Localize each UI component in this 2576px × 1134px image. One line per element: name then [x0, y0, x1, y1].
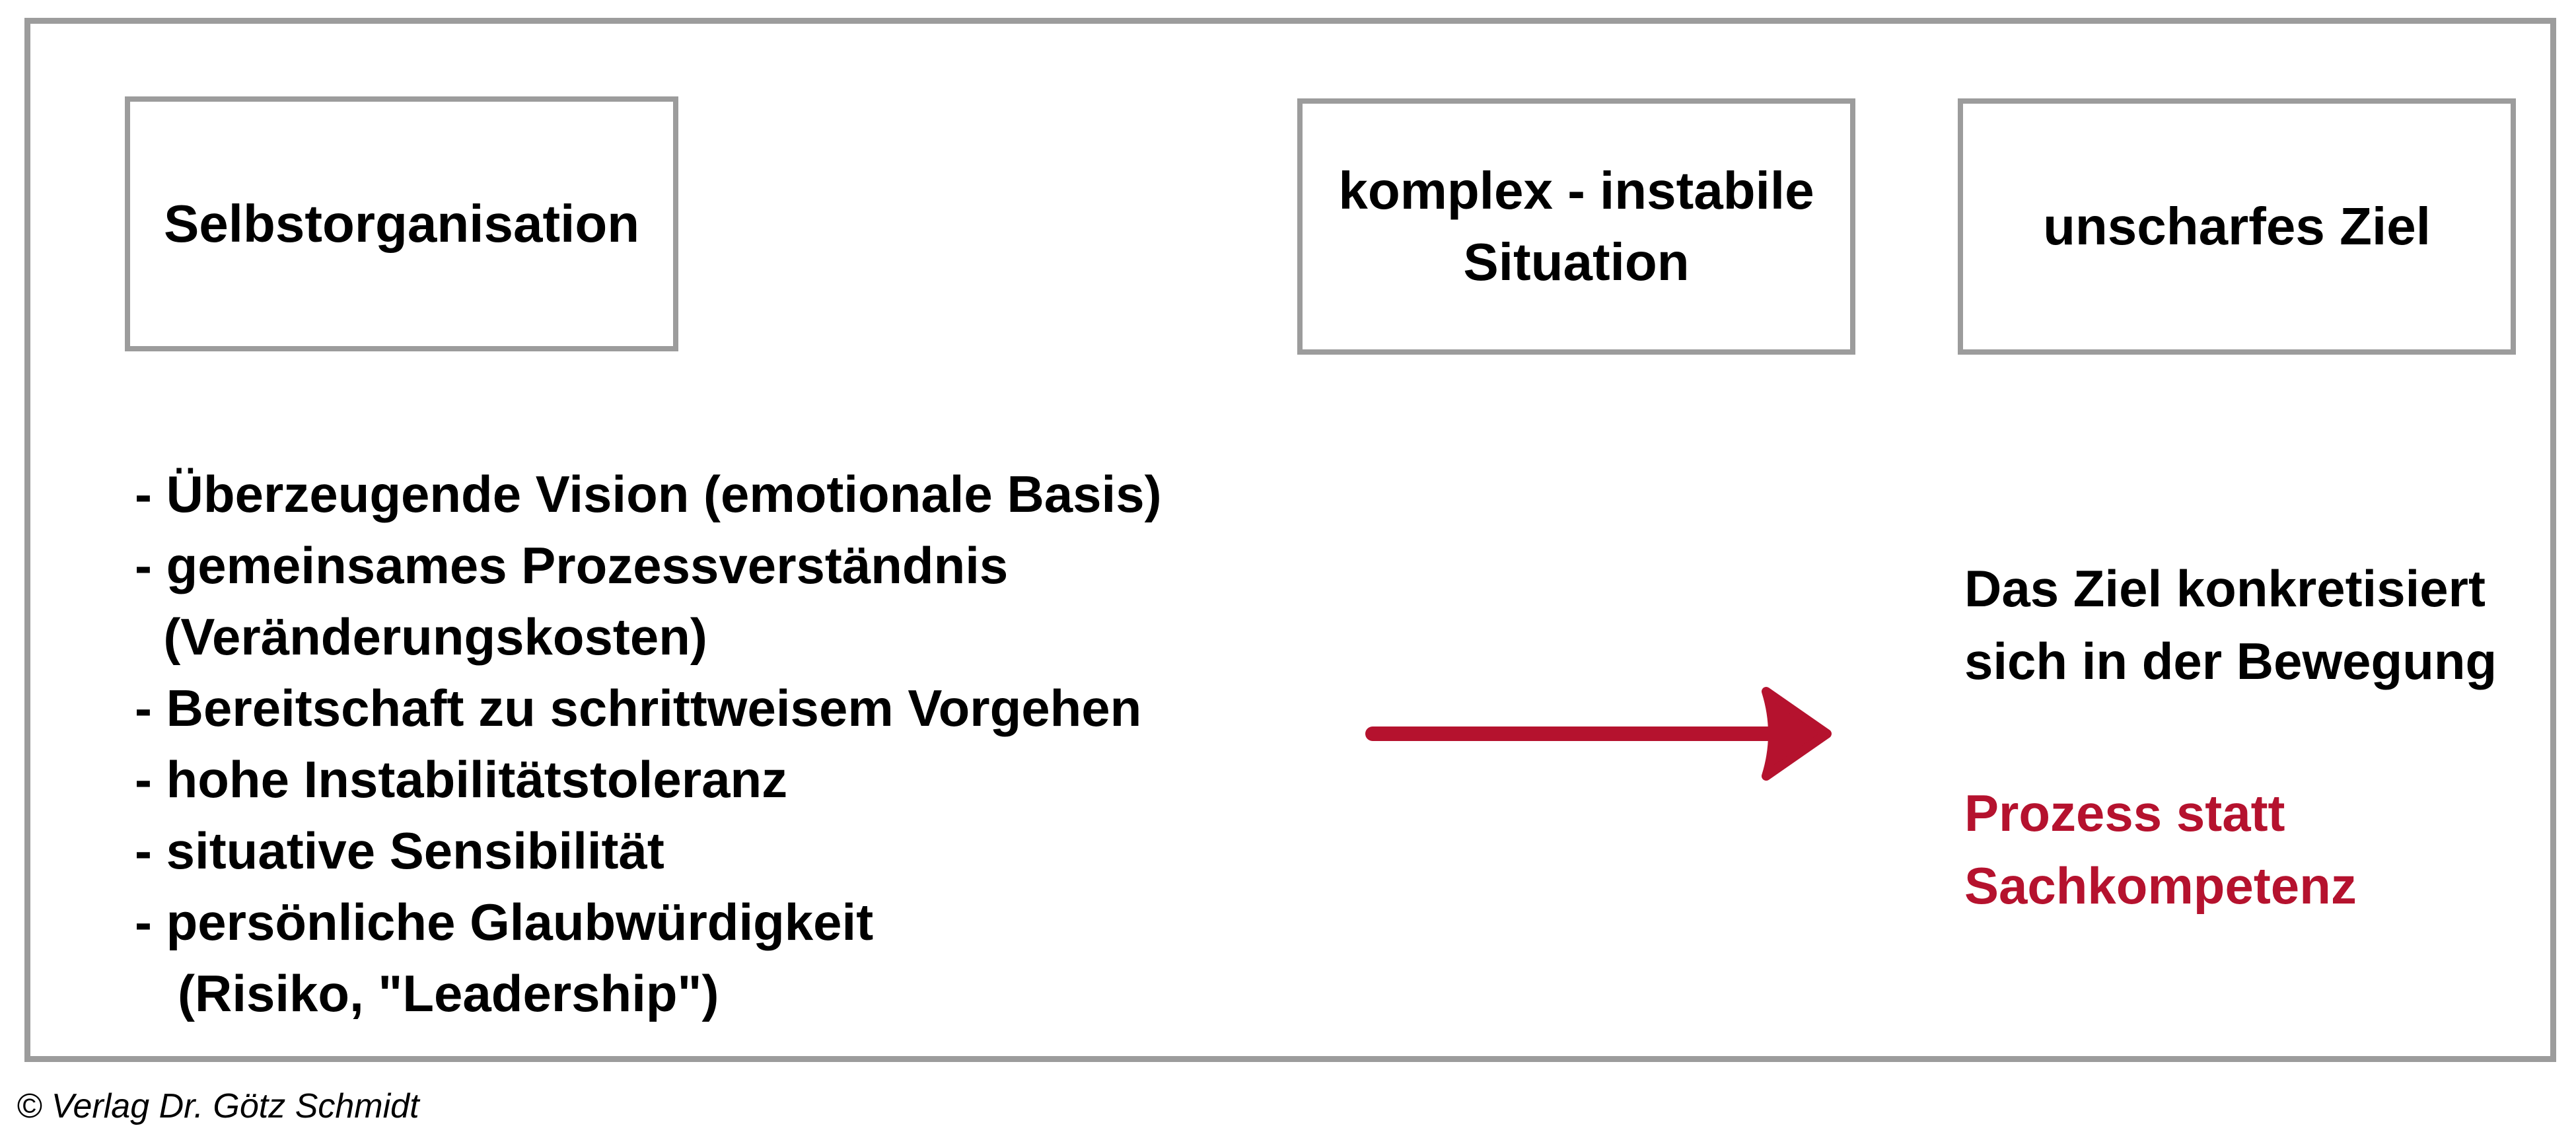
condition-list: - Überzeugende Vision (emotionale Basis)…	[135, 458, 1162, 1029]
box-unscharfes-ziel: unscharfes Ziel	[1958, 98, 2516, 355]
goal-statement-text: Das Ziel konkretisiert sich in der Beweg…	[1964, 559, 2497, 690]
list-item: - persönliche Glaubwürdigkeit	[135, 893, 874, 951]
list-item: - gemeinsames Prozessverständnis	[135, 536, 1009, 594]
list-item: (Veränderungskosten)	[135, 608, 707, 666]
list-item: - Bereitschaft zu schrittweisem Vorgehen	[135, 679, 1142, 737]
box-selbstorganisation: Selbstorganisation	[125, 96, 678, 351]
process-highlight-text: Prozess statt Sachkompetenz	[1964, 784, 2357, 915]
list-item: (Risiko, "Leadership")	[135, 964, 719, 1022]
copyright-text: © Verlag Dr. Götz Schmidt	[17, 1087, 419, 1125]
outer-frame: Selbstorganisation komplex - instabile S…	[24, 18, 2556, 1062]
list-item: - situative Sensibilität	[135, 822, 664, 880]
list-item: - hohe Instabilitätstoleranz	[135, 750, 788, 808]
arrow-right-icon	[1365, 681, 1840, 793]
box-komplex-instabile-situation: komplex - instabile Situation	[1297, 98, 1855, 355]
list-item: - Überzeugende Vision (emotionale Basis)	[135, 465, 1162, 523]
